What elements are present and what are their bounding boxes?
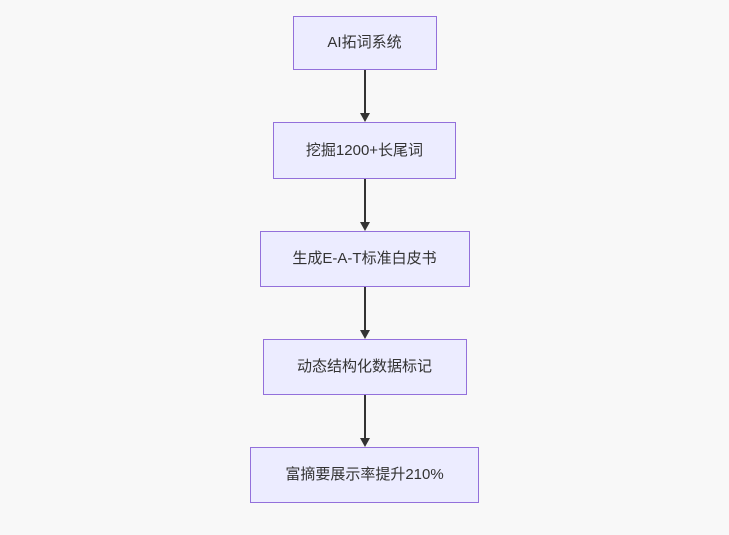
flow-node-label: 动态结构化数据标记 <box>296 358 432 375</box>
flow-node-label: 生成E-A-T标准白皮书 <box>292 250 437 267</box>
flow-node-label: AI拓词系统 <box>327 34 402 51</box>
flow-node-label: 挖掘1200+长尾词 <box>305 141 424 159</box>
flow-node-label: 富摘要展示率提升210% <box>285 466 444 483</box>
flow-node-mine-longtail-keywords: 挖掘1200+长尾词 <box>273 122 456 179</box>
flow-node-dynamic-structured-data-markup: 动态结构化数据标记 <box>262 339 467 395</box>
flow-node-generate-eat-whitepaper: 生成E-A-T标准白皮书 <box>259 231 470 287</box>
flow-node-ai-word-expansion-system: AI拓词系统 <box>292 16 437 70</box>
flow-node-rich-snippet-rate-increase: 富摘要展示率提升210% <box>250 447 479 503</box>
arrow-down-4 <box>359 395 371 447</box>
arrow-down-2 <box>359 179 371 231</box>
flowchart-column: AI拓词系统 挖掘1200+长尾词 生成E-A-T标准白皮书 动态结构化数据标记… <box>0 16 729 503</box>
arrow-down-1 <box>359 70 371 122</box>
arrow-down-3 <box>359 287 371 339</box>
